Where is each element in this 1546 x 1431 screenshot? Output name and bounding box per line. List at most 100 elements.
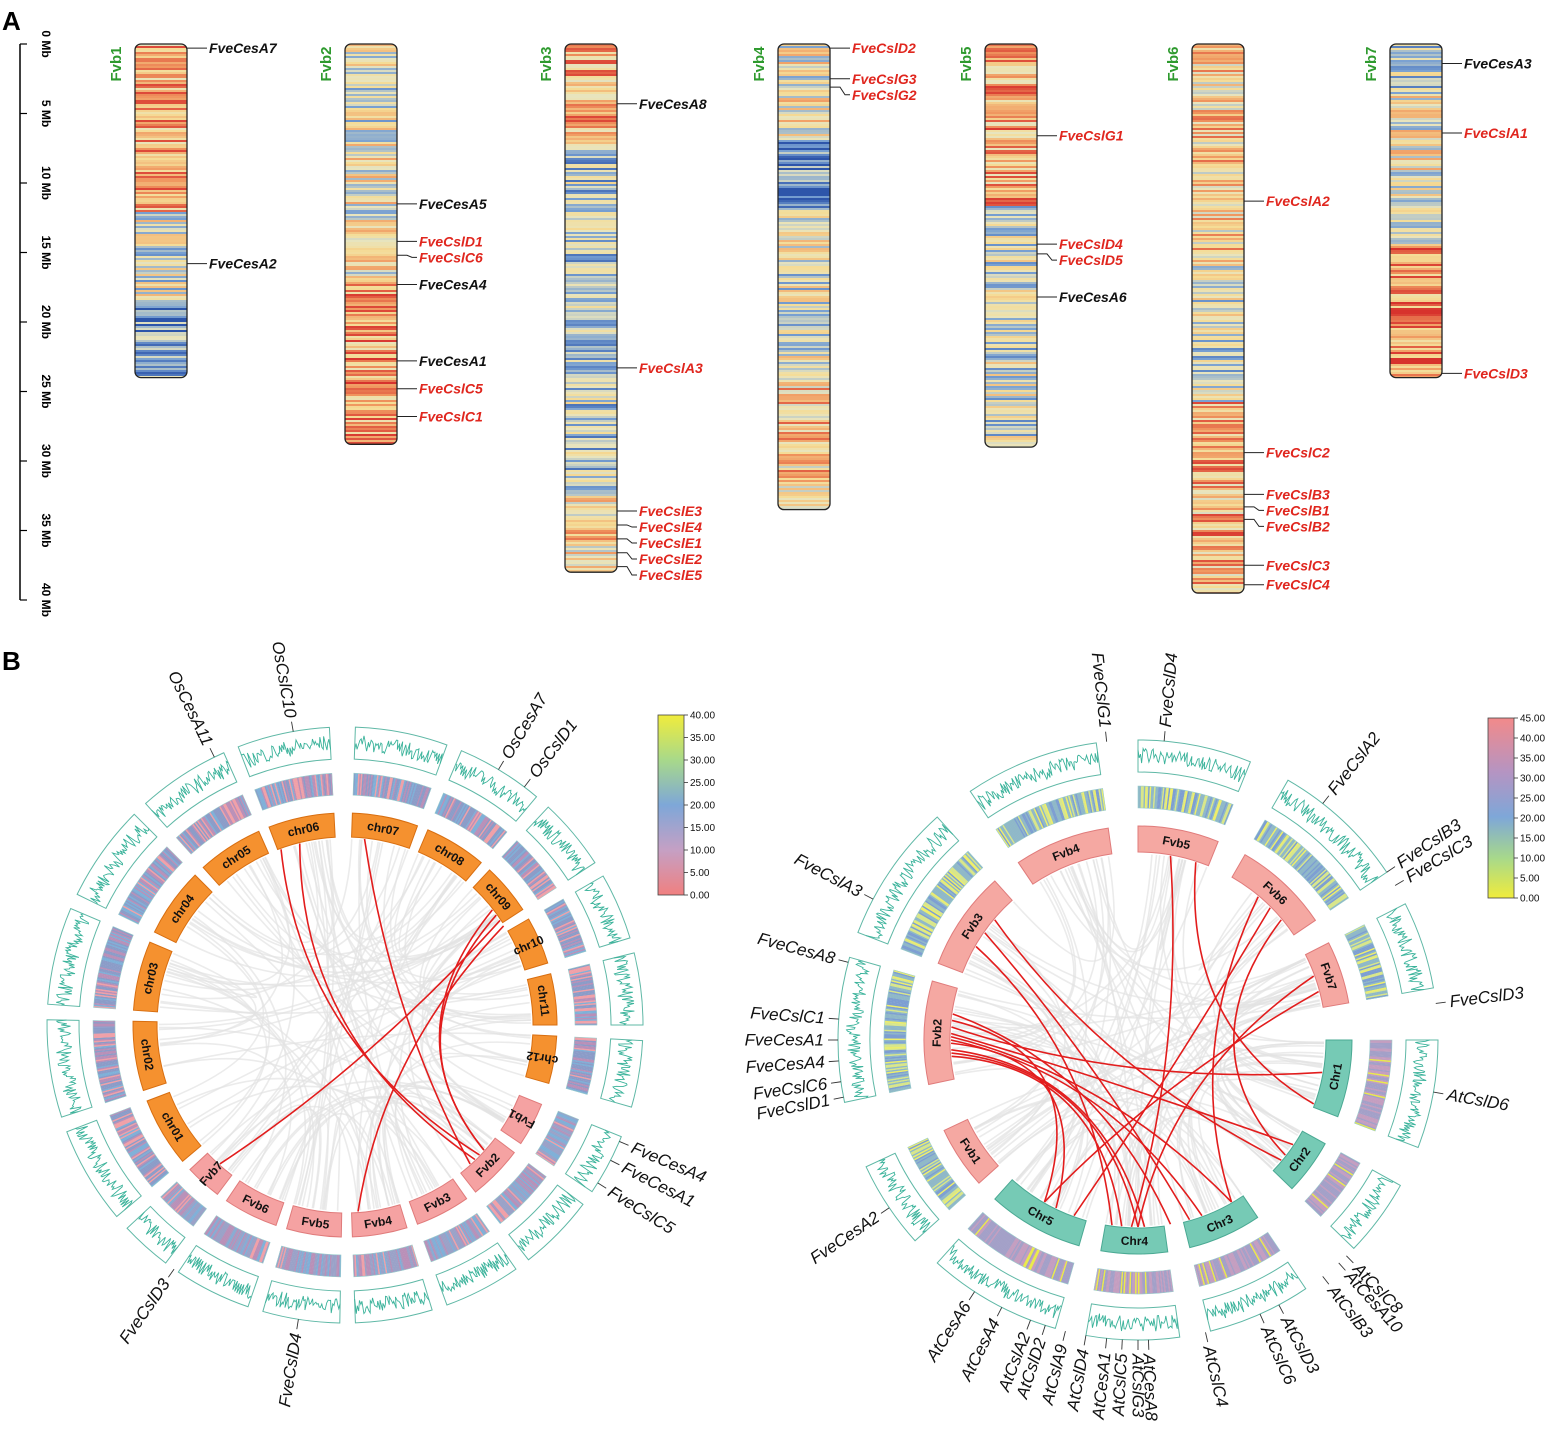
collinear-link: [950, 1032, 1294, 1146]
gene-label: FveCslC1: [750, 1003, 826, 1027]
collinear-link: [439, 914, 497, 1151]
gene-label: FveCslC1: [419, 409, 483, 425]
segment-fvb4: Fvb4: [351, 1204, 433, 1324]
gene-label: FveCslG2: [852, 87, 917, 103]
label-leader: [828, 1060, 839, 1063]
gene-label: FveCslD3: [1449, 983, 1526, 1011]
gene-label: FveCesA8: [639, 96, 707, 112]
legend-tick-label: 35.00: [1520, 754, 1545, 765]
label-leader: [880, 1207, 890, 1214]
gene-label: FveCslG1: [1088, 652, 1115, 729]
label-leader: [1338, 1262, 1346, 1271]
legend-left: 40.0035.0030.0025.0020.0015.0010.005.000…: [657, 711, 715, 902]
segment-chr12: chr12: [525, 1034, 644, 1108]
chromosome-block: [132, 1020, 167, 1092]
expression-line-track: [1387, 1039, 1439, 1149]
density-heat-ring: [423, 1212, 490, 1263]
expression-line-track: [353, 726, 448, 776]
segment-fvb6: Fvb6: [1231, 779, 1388, 936]
scale-tick-label: 15 Mb: [39, 235, 53, 269]
segment-fvb3: Fvb3: [408, 1178, 517, 1306]
label-leader: [1041, 1325, 1046, 1335]
gene-label: FveCslE3: [639, 503, 702, 519]
density-heat-ring: [203, 1215, 271, 1264]
chromosome-block: [146, 1091, 202, 1162]
gene-label: FveCslC2: [1266, 445, 1330, 461]
density-heat-ring: [883, 969, 916, 1094]
density-heat-ring: [486, 1162, 547, 1225]
density-heat-ring: [501, 840, 557, 901]
chromosome-label: Fvb6: [1165, 46, 1182, 81]
label-leader: [1322, 1276, 1330, 1285]
chromosome-block: [526, 973, 558, 1026]
density-heat-ring: [92, 1020, 127, 1104]
gene-label: FveCesA3: [1464, 55, 1532, 71]
collinear-link: [952, 1013, 1172, 1225]
collinear-link: [363, 838, 471, 1165]
chromosome-label: Fvb3: [538, 46, 555, 81]
legend-tick-label: 15.00: [1520, 834, 1545, 845]
gene-label: FveCesA2: [807, 1207, 884, 1267]
gene-label: AtCslC4: [1199, 1343, 1232, 1409]
legend-tick-label: 25.00: [690, 778, 715, 789]
chromosome-label: chr11: [535, 984, 553, 1017]
gene-label: FveCslB3: [1266, 486, 1330, 502]
chromosome-block: [994, 1179, 1087, 1247]
chromosome-block: [351, 1204, 408, 1238]
gene-leader-line: [830, 86, 850, 96]
collinear-link: [951, 1048, 1146, 1228]
panel-b-letter: B: [2, 646, 21, 676]
scale-tick-label: 20 Mb: [39, 305, 53, 339]
gene-label: FveCslD4: [1059, 236, 1123, 252]
density-bands: [565, 44, 617, 573]
collinear-link: [951, 1052, 1139, 1228]
legend-tick-label: 5.00: [1520, 874, 1540, 885]
collinear-link: [950, 1035, 1233, 1203]
expression-line-track: [76, 813, 158, 910]
segment-chr4: Chr4: [1085, 1224, 1181, 1341]
collinear-gene-links: [219, 838, 505, 1212]
legend-tick-label: 45.00: [1520, 714, 1545, 725]
gene-label: FveCslD2: [852, 40, 916, 56]
label-leader: [619, 1141, 629, 1146]
background-synteny-links: [158, 839, 531, 1211]
gene-label: FveCesA1: [419, 353, 487, 369]
label-leader: [597, 1182, 607, 1189]
gene-leader-line: [1244, 506, 1264, 511]
gene-label: FveCesA2: [209, 256, 277, 272]
gene-label: FveCslE4: [639, 519, 702, 535]
chromosome-label: chr12: [525, 1048, 559, 1067]
chromosome-block: [500, 1094, 543, 1145]
gene-label: FveCslC3: [1266, 557, 1330, 573]
collinear-link: [984, 932, 1191, 1221]
gene-label: FveCslE5: [639, 567, 702, 583]
gene-label: FveCslB1: [1266, 502, 1330, 518]
gene-label: FveCslD1: [419, 233, 483, 249]
gene-label: FveCslA3: [791, 850, 865, 902]
segment-chr08: chr08: [417, 750, 538, 882]
legend-tick-label: 10.00: [690, 846, 715, 857]
segment-chr07: chr07: [351, 726, 448, 849]
chromosome-label: Fvb5: [1161, 833, 1191, 852]
gene-label: FveCslD3: [115, 1275, 174, 1347]
chromosome-block: [417, 829, 482, 882]
segment-fvb7: Fvb7: [1304, 903, 1435, 1008]
label-leader: [1163, 731, 1166, 742]
expression-line-track: [574, 875, 631, 948]
gene-leader-line: [1244, 518, 1264, 527]
chromosome-block: [225, 1180, 285, 1227]
chromosome-block: [1017, 827, 1113, 885]
expression-line-track: [1376, 903, 1435, 995]
label-leader: [968, 1291, 975, 1301]
scale-tick-label: 30 Mb: [39, 444, 53, 478]
gene-label: FveCesA7: [209, 40, 278, 56]
label-leader: [1062, 1330, 1066, 1341]
density-heat-ring: [995, 788, 1107, 849]
segment-chr11: chr11: [526, 952, 644, 1026]
label-leader: [167, 1268, 175, 1278]
chromosome-block: [1272, 1130, 1326, 1190]
legend-tick-label: 10.00: [1520, 854, 1545, 865]
